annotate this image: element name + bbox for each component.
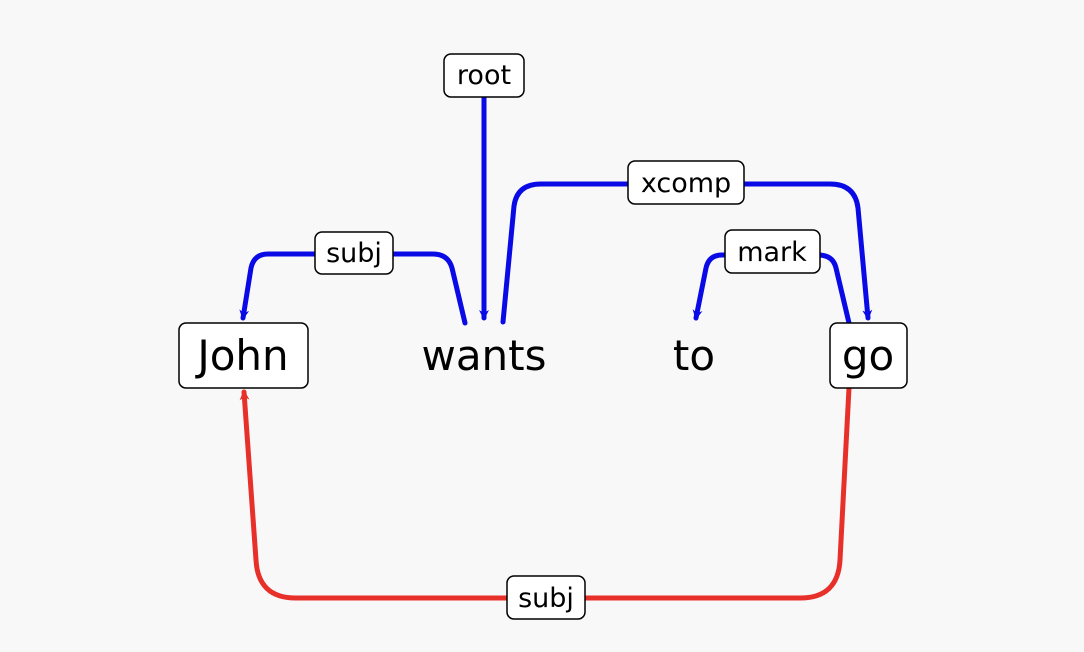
label-root: root: [443, 53, 525, 98]
word-go: go: [842, 331, 894, 380]
word-box-go: [829, 322, 908, 389]
label-subj-bottom: subj: [506, 575, 586, 620]
svg-text:mark: mark: [737, 237, 807, 268]
svg-text:subj: subj: [518, 583, 574, 614]
label-mark: mark: [724, 229, 821, 274]
word-box-john: [178, 322, 309, 389]
word-john: John: [194, 331, 288, 380]
arc-subj-go-john: [239, 385, 852, 601]
label-xcomp: xcomp: [627, 160, 745, 205]
word-to: to: [673, 331, 715, 380]
label-subj-top: subj: [314, 231, 394, 275]
svg-text:xcomp: xcomp: [641, 168, 731, 199]
svg-text:subj: subj: [326, 238, 382, 269]
svg-text:root: root: [457, 60, 511, 91]
word-wants: wants: [421, 331, 546, 380]
